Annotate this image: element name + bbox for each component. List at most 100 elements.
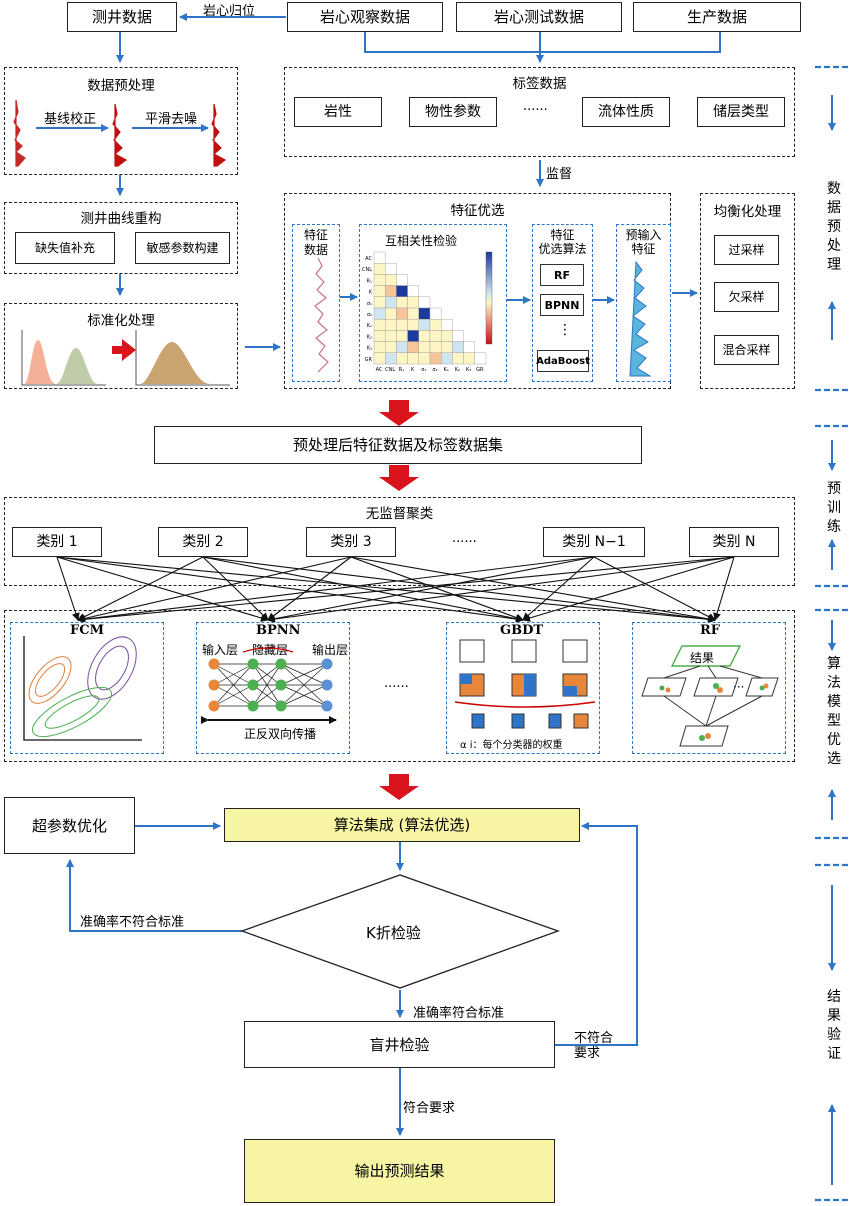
nn-node	[208, 679, 220, 691]
nn-node	[321, 679, 333, 691]
stage-algorithm: 算法模型优选	[827, 656, 841, 767]
cluster-link-1-0	[77, 556, 204, 621]
oversample-box: 过采样	[714, 235, 779, 265]
nn-node	[247, 658, 259, 670]
input-layer-label: 输入层	[202, 643, 239, 657]
feature-curve	[314, 257, 329, 373]
cluster-cat-n: 类别 N	[689, 527, 779, 557]
heatmap-col-label: K	[411, 367, 415, 373]
heatmap-colorbar	[485, 251, 493, 345]
pre-input-title: 预输入 特征	[625, 228, 662, 257]
rf-diagram	[641, 645, 779, 747]
label-data-panel	[284, 67, 795, 157]
algo-adaboost: AdaBoost	[536, 350, 590, 372]
reconstruct-title: 测井曲线重构	[80, 211, 162, 227]
supervise-label: 监督	[546, 167, 573, 182]
hyperparam-box: 超参数优化	[4, 797, 135, 854]
cluster-link-4-3	[713, 556, 735, 621]
cluster-link-0-1	[56, 556, 269, 622]
correlation-title: 互相关性检验	[385, 234, 458, 248]
balance-panel	[700, 193, 795, 389]
algo-title: 特征 优选算法	[538, 228, 587, 257]
hidden-layer-label: 隐藏层	[252, 643, 289, 657]
heatmap-row-label: GR	[365, 357, 373, 363]
cluster-panel	[4, 497, 795, 586]
dataset-box: 预处理后特征数据及标签数据集	[154, 426, 642, 464]
nn-node	[208, 700, 220, 712]
nn-node	[247, 700, 259, 712]
model-ellipsis: ······	[384, 680, 409, 695]
cluster-cat-3: 类别 3	[306, 527, 396, 557]
model-panel	[4, 610, 795, 762]
cluster-link-3-3	[593, 556, 716, 621]
nn-node	[208, 658, 220, 670]
label-lithology: 岩性	[294, 97, 382, 127]
distribution-icon	[21, 330, 230, 386]
output-layer-label: 输出层	[312, 643, 349, 657]
heatmap-row-label: R₁	[367, 278, 372, 284]
red-arrow-1	[379, 400, 419, 426]
label-ellipsis: ······	[523, 103, 548, 118]
output-box: 输出预测结果	[244, 1139, 555, 1203]
nn-node	[247, 679, 259, 691]
cluster-link-2-3	[350, 556, 716, 623]
nn-node	[321, 658, 333, 670]
kfold-label: K折检验	[366, 924, 421, 942]
heatmap-col-label: K₁	[444, 367, 449, 373]
heatmap-col-label: σ₂	[432, 367, 437, 373]
red-arrow-2	[379, 465, 419, 491]
rf-result-label: 结果	[690, 651, 715, 665]
red-arrow-3	[379, 774, 419, 800]
balance-title: 均衡化处理	[713, 204, 782, 220]
heatmap-row-label: σ₁	[367, 301, 372, 307]
nn-node	[321, 700, 333, 712]
undersample-box: 欠采样	[714, 282, 779, 312]
feature-title: 特征优选	[450, 203, 505, 219]
production-data: 生产数据	[633, 2, 801, 32]
cluster-link-3-2	[522, 556, 595, 621]
heatmap-row-label: K	[369, 290, 373, 296]
red-arrow-normalize	[112, 339, 136, 361]
label-physical: 物性参数	[409, 97, 497, 127]
nn-node	[275, 679, 287, 691]
heatmap-cell	[474, 352, 487, 365]
preprocess-title: 数据预处理	[87, 78, 155, 94]
gbdt-title: GBDT	[500, 623, 544, 638]
cluster-cat-n-1: 类别 N−1	[543, 527, 645, 557]
gbdt-note: α i：每个分类器的权重	[460, 740, 563, 751]
cluster-link-0-2	[56, 556, 524, 624]
stage-pretrain: 预训练	[827, 481, 841, 535]
heatmap-row-label: CNL	[362, 267, 372, 273]
cluster-link-0-3	[56, 556, 716, 624]
baseline-label: 基线校正	[44, 112, 97, 127]
heatmap-row-label: K₂	[367, 334, 372, 340]
cluster-link-1-2	[202, 556, 524, 623]
mixed-sample-box: 混合采样	[714, 335, 779, 365]
blind-well-box: 盲井检验	[244, 1021, 555, 1068]
label-fluid: 流体性质	[582, 97, 670, 127]
algo-rf: RF	[540, 264, 584, 286]
smooth-label: 平滑去噪	[145, 112, 198, 127]
feature-data-title: 特征 数据	[303, 228, 328, 257]
heatmap-row-label: AC	[365, 256, 372, 262]
heatmap-col-label: σ₁	[421, 367, 426, 373]
bpnn-title: BPNN	[256, 623, 301, 638]
normalize-panel	[4, 303, 238, 389]
label-reservoir-type: 储层类型	[697, 97, 785, 127]
cluster-title: 无监督聚类	[365, 506, 434, 522]
rf-title: RF	[700, 623, 721, 638]
core-observation-data: 岩心观察数据	[287, 2, 443, 32]
bp-caption: 正反双向传播	[244, 727, 317, 741]
nn-node	[275, 658, 287, 670]
preprocess-panel	[4, 67, 238, 175]
sensitive-param-box: 敏感参数构建	[135, 232, 230, 264]
heatmap-col-label: CNL	[385, 367, 395, 373]
fail-accuracy-label: 准确率不符合标准	[80, 915, 185, 930]
heatmap-col-label: R₁	[399, 367, 404, 373]
ensemble-box: 算法集成 (算法优选)	[224, 808, 580, 842]
rf-ellipsis: ···	[733, 680, 745, 694]
feature-data-box	[292, 224, 340, 382]
cluster-link-4-0	[77, 556, 735, 624]
